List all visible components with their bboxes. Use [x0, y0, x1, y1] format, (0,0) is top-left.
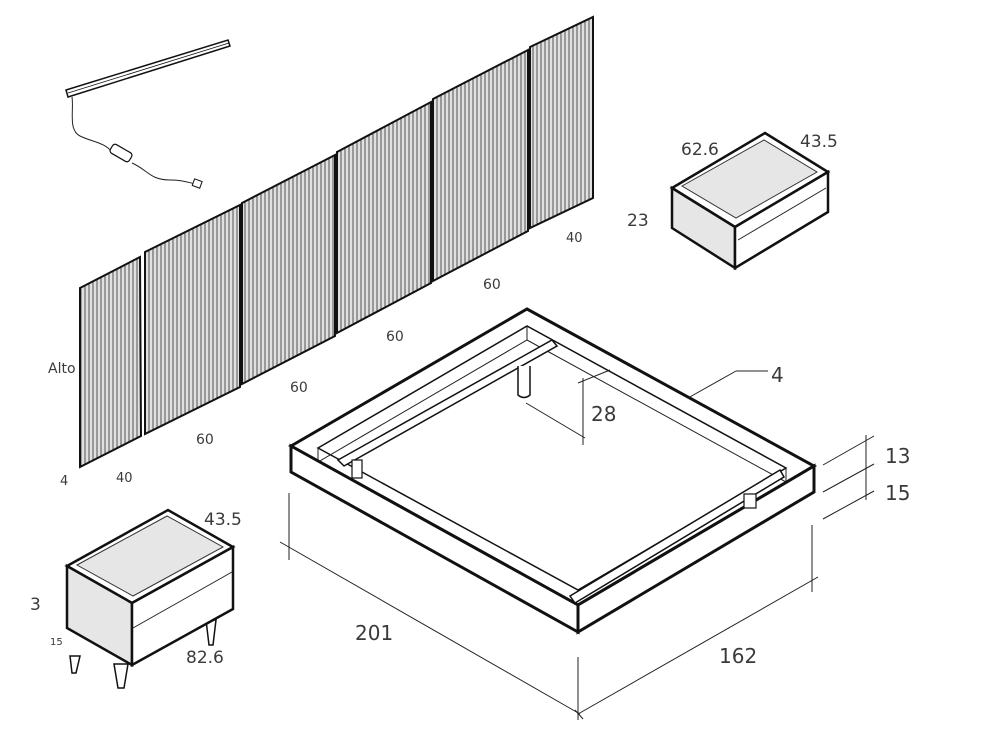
panel-left-narrow [79, 255, 143, 469]
nightstand-top-thickness-label: 3 [30, 595, 41, 615]
panel-1 [144, 203, 241, 436]
nightstand-depth-label: 43.5 [204, 510, 242, 530]
nightstand-leg-height-label: 15 [50, 637, 63, 648]
alto-label: Alto [48, 361, 76, 377]
bed-length-label: 201 [355, 621, 393, 645]
panel-1-width-label: 60 [196, 432, 214, 448]
floating-nightstand-depth-label: 43.5 [800, 132, 838, 152]
bed-rail-top-label: 13 [885, 444, 910, 468]
nightstand-width-label: 82.6 [186, 648, 224, 668]
floating-nightstand [669, 131, 831, 271]
panel-left-width-label: 40 [116, 471, 133, 486]
panel-2 [241, 153, 336, 386]
floating-nightstand-height-label: 23 [627, 211, 649, 231]
bed-rail-bottom-label: 15 [885, 481, 910, 505]
panel-right-narrow [529, 15, 594, 230]
bed-inner-height-label: 28 [591, 402, 616, 426]
panel-3 [336, 100, 432, 335]
led-strip-light [65, 39, 231, 189]
panel-4 [432, 48, 529, 283]
panel-depth-label: 4 [60, 474, 68, 489]
bed-frame [287, 307, 818, 635]
panel-4-width-label: 60 [483, 277, 501, 293]
panel-2-width-label: 60 [290, 380, 308, 396]
headboard-panels [79, 15, 594, 469]
bed-dimension-lines [279, 369, 875, 720]
nightstand-with-legs [64, 508, 236, 689]
panel-3-width-label: 60 [386, 329, 404, 345]
panel-right-width-label: 40 [566, 231, 583, 246]
bed-width-label: 162 [719, 644, 757, 668]
floating-nightstand-width-label: 62.6 [681, 140, 719, 160]
bed-frame-thickness-label: 4 [771, 363, 784, 387]
